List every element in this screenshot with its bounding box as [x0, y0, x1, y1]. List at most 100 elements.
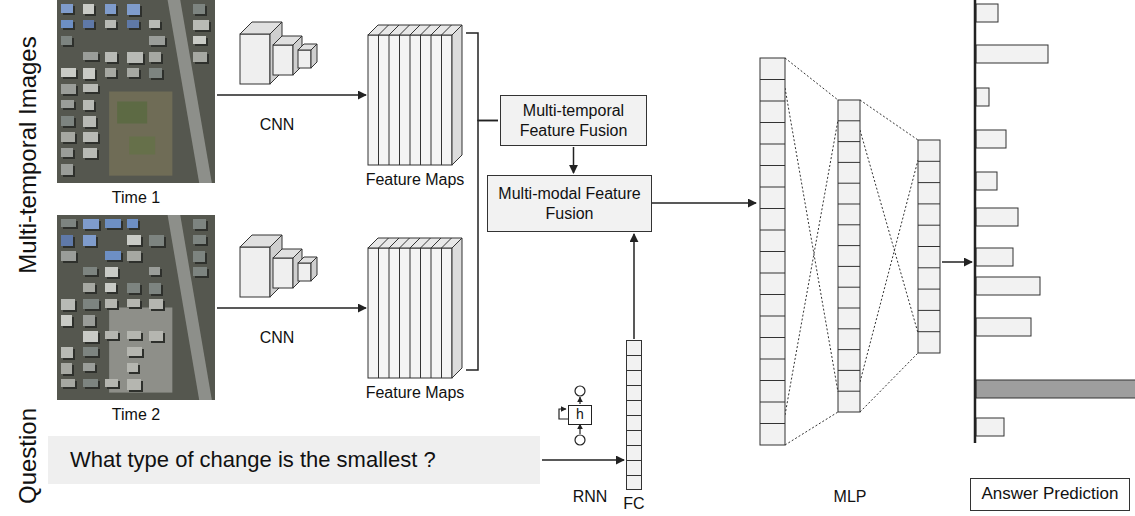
layer-cell-line [760, 294, 785, 295]
building [105, 331, 118, 339]
mlp-connection [860, 353, 918, 412]
building [105, 68, 116, 77]
map-slice [420, 35, 421, 165]
building [83, 331, 98, 342]
layer-column [838, 100, 860, 412]
building [105, 379, 118, 387]
mlp-connection [785, 120, 838, 415]
map-top [368, 238, 462, 248]
building [83, 68, 95, 79]
feature-map-frame: Feature Maps [368, 25, 462, 165]
building [127, 20, 139, 28]
image-ground [57, 215, 215, 400]
layer-cell-line [760, 359, 785, 360]
building [61, 100, 74, 108]
building [61, 219, 76, 227]
road [168, 0, 212, 183]
building [61, 4, 73, 13]
building [193, 4, 205, 14]
building [61, 132, 75, 142]
node-text: Multi-temporal Feature Fusion [507, 101, 640, 139]
building [83, 347, 98, 356]
building [83, 283, 95, 292]
building [127, 235, 141, 245]
map-slice [441, 35, 442, 165]
node-text: h [576, 407, 584, 422]
answer-bar [976, 45, 1048, 63]
mlp-layer [918, 140, 940, 353]
map-slice [389, 238, 399, 248]
building [127, 68, 139, 77]
module-label: RNN [573, 487, 608, 506]
building [83, 148, 97, 158]
map-slice [410, 238, 420, 248]
layer-cell-line [918, 267, 940, 268]
satellite-image-frame: Time 1 [57, 0, 215, 183]
answer-bar [976, 277, 1040, 295]
layer-cell-line [918, 161, 940, 162]
building [83, 379, 98, 387]
cnn-layer-block [298, 257, 317, 281]
answer-bar [976, 4, 998, 22]
building [105, 4, 116, 14]
building [83, 363, 95, 371]
layer-cell-line [918, 331, 940, 332]
layer-cell-line [760, 251, 785, 252]
fusion-box: Multi-modal Feature Fusion [487, 175, 652, 232]
layer-cell-line [760, 187, 785, 188]
block-front [298, 50, 311, 68]
block-side [311, 44, 317, 68]
block-front [240, 247, 270, 297]
layer-cell-line [838, 183, 860, 184]
map-side [452, 238, 462, 378]
map-slice [410, 35, 411, 165]
building [61, 235, 73, 246]
node-text: Feature Maps [366, 170, 465, 189]
layer-cell-line [918, 225, 940, 226]
map-slice [399, 35, 400, 165]
building [127, 379, 141, 390]
layer-cell-line [918, 203, 940, 204]
building [193, 267, 207, 276]
building [83, 219, 99, 229]
building [149, 36, 165, 45]
module-label: CNN [260, 115, 295, 134]
flow-arrow [217, 94, 366, 96]
bare-land [109, 92, 172, 176]
layer-column [918, 140, 940, 353]
building [83, 235, 96, 246]
satellite-image-frame: Time 2 [57, 215, 215, 400]
map-slice [399, 248, 400, 378]
rnn-input-node [575, 435, 585, 445]
node-text: Feature Maps [366, 383, 465, 402]
answer-bar [976, 418, 1004, 436]
satellite-image [57, 0, 215, 183]
map-slice [431, 248, 432, 378]
map-slice [379, 238, 389, 248]
building [83, 116, 96, 127]
flow-arrow [942, 261, 972, 263]
answer-bar [976, 318, 1031, 336]
layer-cell-line [760, 79, 785, 80]
map-side [452, 25, 462, 165]
layer-cell-line [838, 120, 860, 121]
map-slice [389, 35, 390, 165]
node-text: Answer Prediction [981, 484, 1118, 504]
building [83, 4, 94, 14]
building [83, 84, 98, 92]
answer-bar [976, 208, 1018, 226]
map-slice [431, 238, 441, 248]
node-text: What type of change is the smallest ? [70, 447, 436, 473]
block-side [311, 257, 317, 281]
building [149, 299, 163, 309]
map-slice [421, 238, 431, 248]
layer-cell-line [918, 289, 940, 290]
building [105, 283, 116, 292]
layer-cell-line [838, 141, 860, 142]
layer-cell-line [838, 204, 860, 205]
building [61, 116, 74, 126]
building [149, 68, 162, 78]
answer-bar [976, 248, 1013, 266]
rnn-output-node [575, 386, 585, 396]
building [83, 52, 98, 60]
